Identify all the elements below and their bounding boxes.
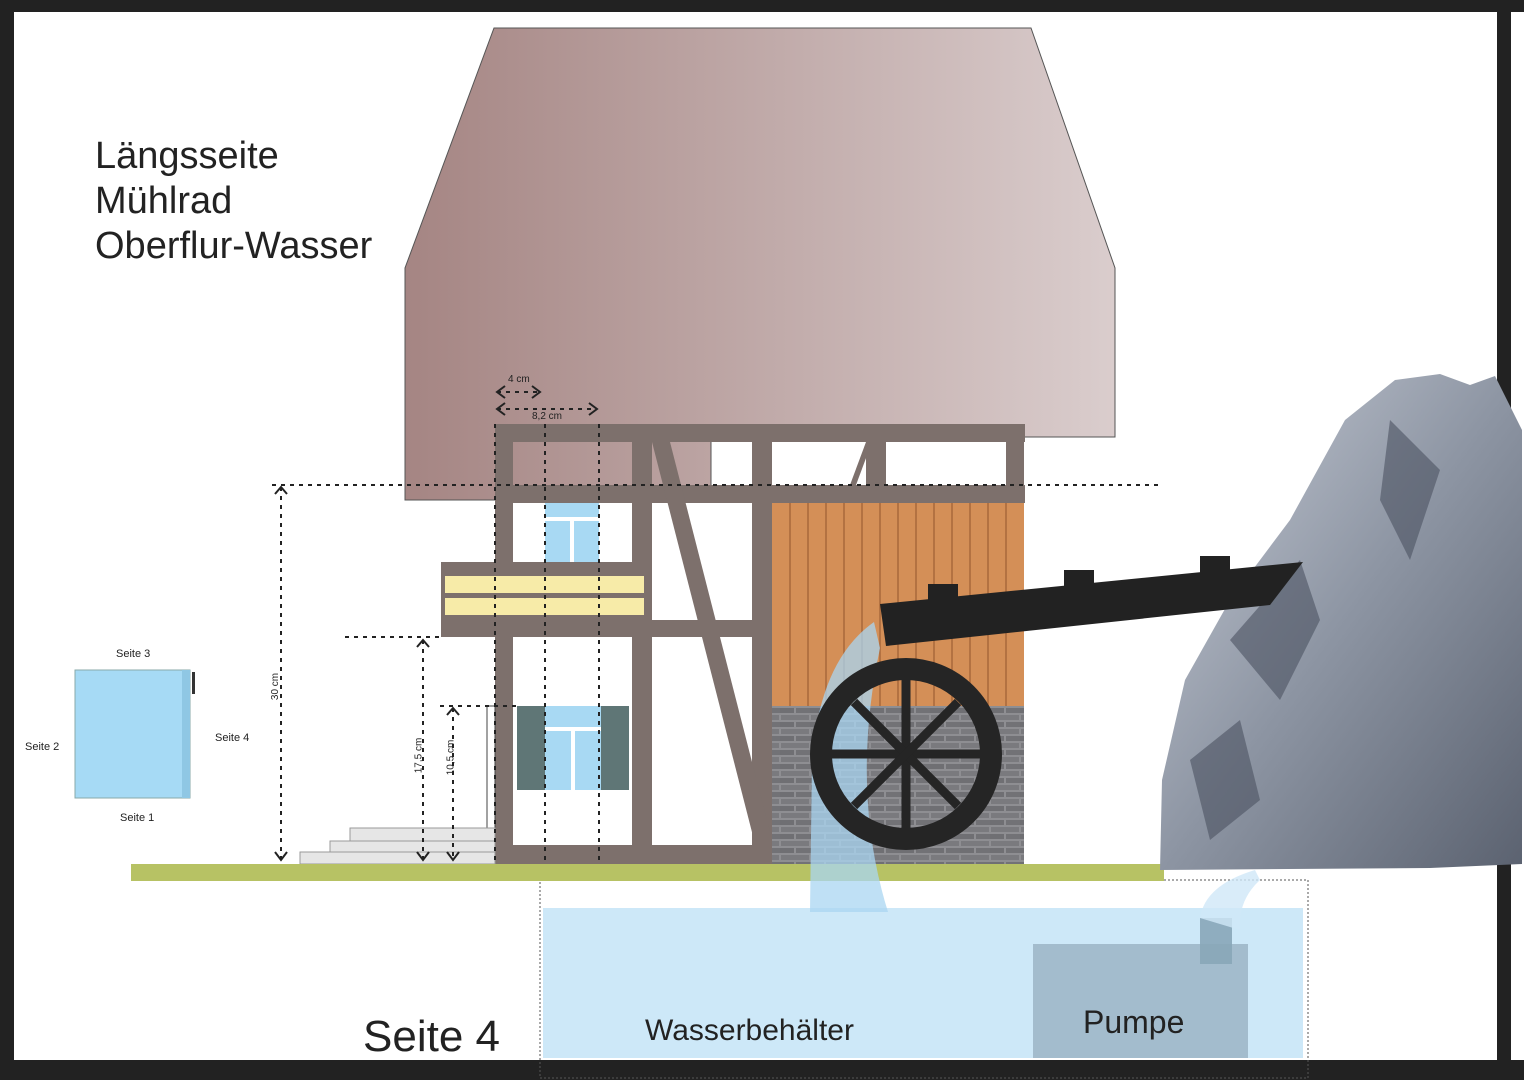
title-line-1: Längsseite: [95, 135, 279, 177]
timber-frame: [495, 424, 1025, 864]
title-line-3: Oberflur-Wasser: [95, 225, 373, 267]
pump: [1033, 918, 1248, 1058]
dimension-arrowheads: [274, 385, 599, 862]
ground: [131, 864, 1164, 881]
rock-shading: [1190, 420, 1440, 840]
dimension-lines: [272, 391, 1162, 864]
dim-4cm: 4 cm: [508, 374, 530, 385]
mini-plan-side2: Seite 2: [25, 741, 60, 753]
dim-10-5cm: 10,5 cm: [445, 739, 457, 776]
title-line-2: Mühlrad: [95, 180, 233, 222]
tank-label: Wasserbehälter: [645, 1014, 854, 1047]
water-wheel: [810, 658, 1002, 850]
rock: [1160, 374, 1522, 870]
upper-window: [545, 503, 599, 563]
door-outline: [486, 705, 496, 829]
dim-17-5cm: 17,5 cm: [413, 737, 425, 774]
balcony: [441, 562, 772, 637]
mini-plan-side3: Seite 3: [116, 648, 151, 660]
water-chute: [880, 556, 1303, 646]
entry-steps: [299, 827, 496, 865]
mini-plan-side1: Seite 1: [120, 812, 155, 824]
title-block: Längsseite Mühlrad Oberflur-Wasser: [95, 134, 372, 269]
dim-30cm: 30 cm: [270, 672, 282, 701]
pump-label: Pumpe: [1083, 1004, 1185, 1040]
page-label: Seite 4: [363, 1012, 500, 1061]
mini-plan-side4: Seite 4: [215, 732, 250, 744]
return-pipe: [1200, 870, 1260, 930]
lower-window: [517, 706, 629, 790]
dim-8-2cm: 8,2 cm: [532, 411, 563, 422]
mini-plan: [74, 669, 195, 799]
